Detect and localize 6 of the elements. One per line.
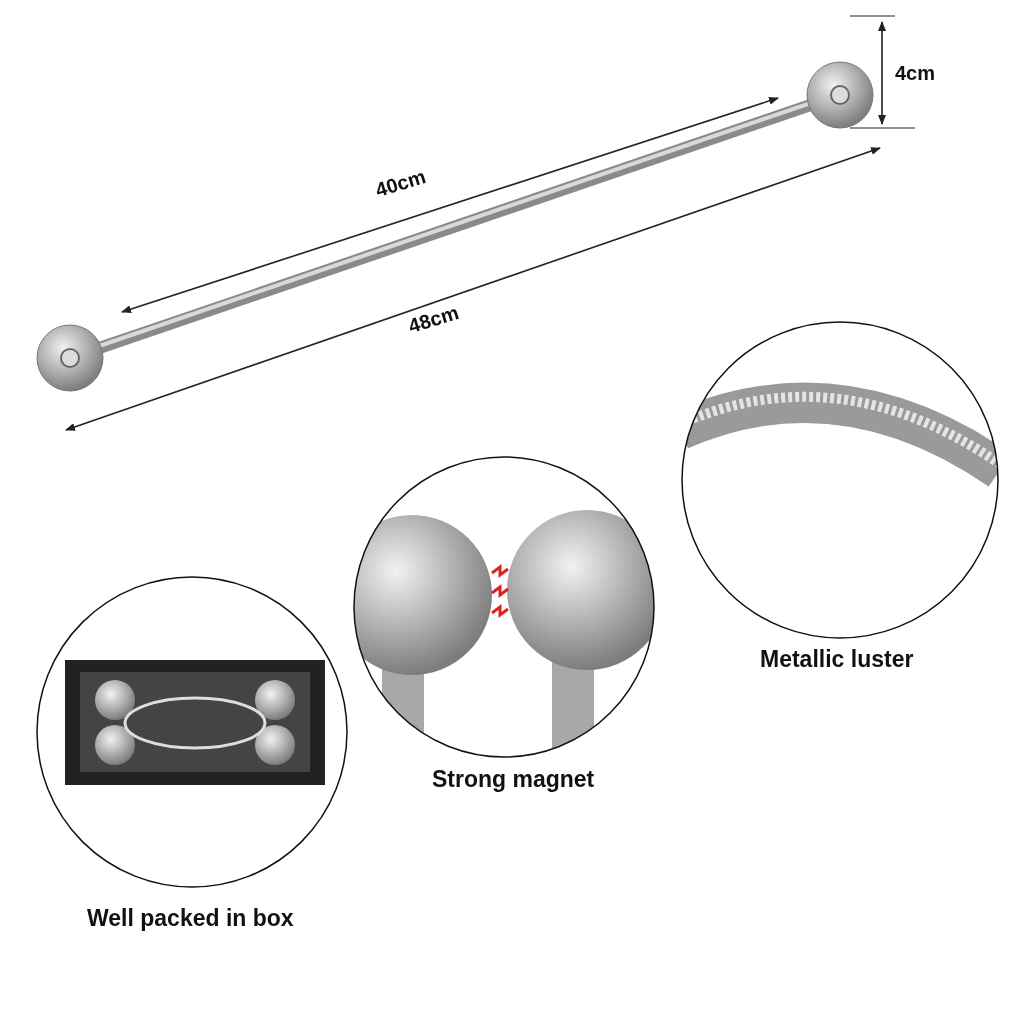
caption: Strong magnet bbox=[432, 766, 595, 793]
dimension-label: 48cm bbox=[405, 301, 462, 338]
caption: Well packed in box bbox=[87, 905, 294, 932]
dimension-label: 4cm bbox=[895, 62, 936, 85]
caption: Metallic luster bbox=[760, 646, 914, 673]
dimension-label: 40cm bbox=[372, 165, 429, 202]
